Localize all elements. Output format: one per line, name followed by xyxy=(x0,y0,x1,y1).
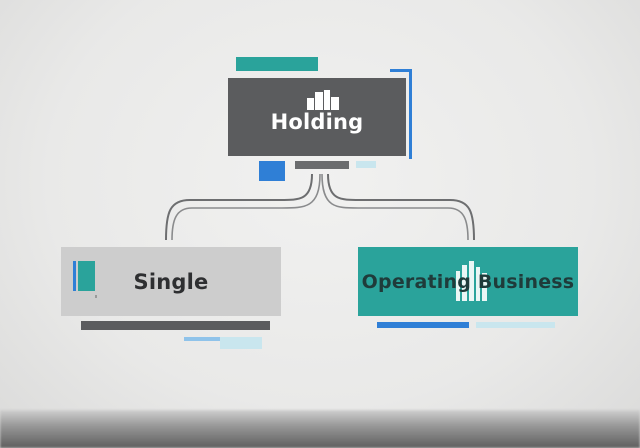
edge-holding-single xyxy=(165,173,313,241)
chart-icon xyxy=(73,261,97,298)
node-operating-label: Operating Business xyxy=(361,270,575,293)
holding-top-accent xyxy=(236,57,318,71)
connector-lines xyxy=(165,173,475,241)
single-under-bar xyxy=(81,321,270,330)
node-single-label: Single xyxy=(133,269,209,294)
single-pale-strip-1 xyxy=(184,337,232,341)
holding-gray-strip xyxy=(295,161,349,169)
node-holding[interactable]: Holding xyxy=(228,78,406,156)
holding-blue-square xyxy=(259,161,285,181)
monitor-bezel xyxy=(0,410,640,448)
single-pale-strip-2 xyxy=(220,337,262,349)
node-single[interactable]: Single xyxy=(61,247,281,316)
operating-pale-strip xyxy=(476,322,555,328)
edge-holding-operating xyxy=(327,173,475,241)
node-operating[interactable]: Operating Business xyxy=(358,247,578,316)
holding-pale-strip xyxy=(356,161,376,168)
holding-right-bracket xyxy=(390,69,412,159)
diagram-canvas: Holding Single Operating Business xyxy=(61,57,578,349)
operating-blue-strip xyxy=(377,322,469,328)
node-holding-label: Holding xyxy=(270,110,364,134)
edge-holding-operating-inner xyxy=(321,173,469,241)
city-icon xyxy=(456,261,487,301)
buildings-icon xyxy=(307,90,339,110)
edge-holding-single-inner xyxy=(171,173,321,241)
